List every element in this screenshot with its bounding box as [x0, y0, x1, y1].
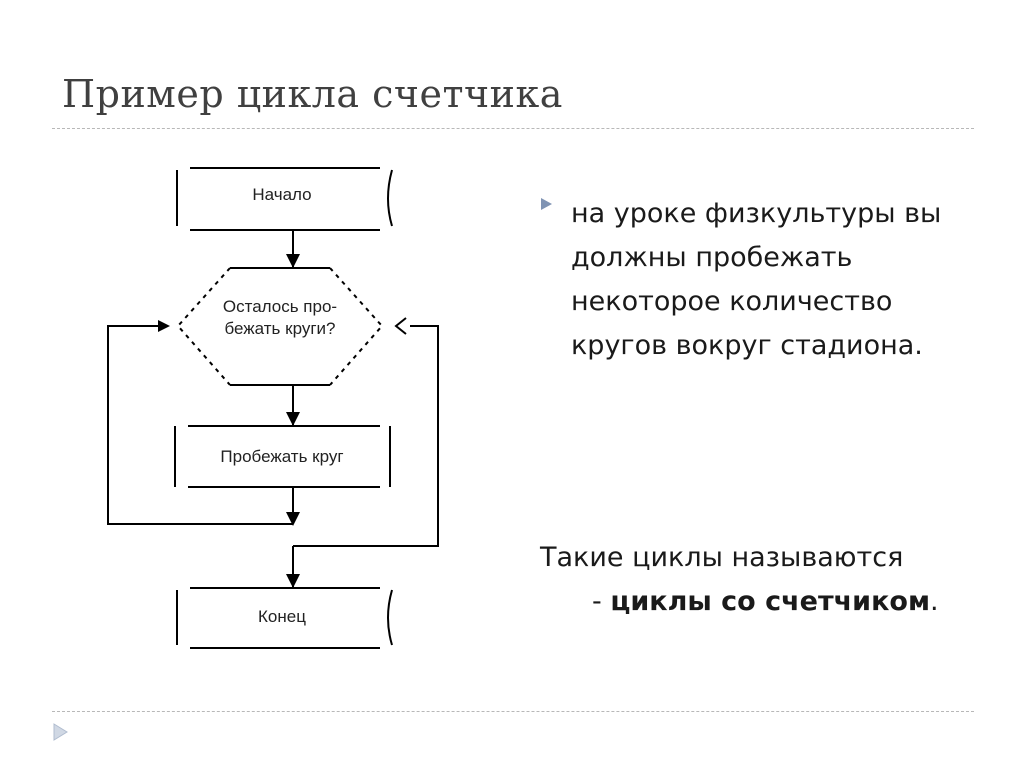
- condition-hexagon: [176, 267, 384, 386]
- process-box: [174, 425, 391, 488]
- bullet-text: на уроке физкультуры вы должны пробежать…: [571, 198, 942, 361]
- note-prefix: -: [592, 586, 611, 617]
- note-bold: циклы со счетчиком: [610, 586, 931, 617]
- end-terminal: [176, 587, 393, 649]
- loop-back-line: [107, 325, 293, 525]
- exit-line: [293, 325, 439, 547]
- note-suffix: .: [930, 586, 939, 617]
- condition-label-line2: бежать круги?: [225, 319, 336, 338]
- arrowheads: [158, 254, 300, 588]
- play-triangle-icon[interactable]: [50, 721, 70, 743]
- note-line2: - циклы со счетчиком.: [540, 580, 980, 624]
- note-text: Такие циклы называются - циклы со счетчи…: [540, 536, 980, 624]
- triangle-right-icon: [541, 198, 552, 210]
- start-label: Начало: [252, 185, 311, 204]
- start-terminal: [176, 167, 393, 231]
- slide-title: Пример цикла счетчика: [62, 72, 563, 116]
- bottom-divider: [52, 711, 974, 712]
- condition-label-line1: Осталось про-: [223, 297, 337, 316]
- note-line1: Такие циклы называются: [540, 542, 904, 573]
- process-label: Пробежать круг: [220, 447, 343, 466]
- end-label: Конец: [258, 607, 306, 626]
- top-divider: [52, 128, 974, 129]
